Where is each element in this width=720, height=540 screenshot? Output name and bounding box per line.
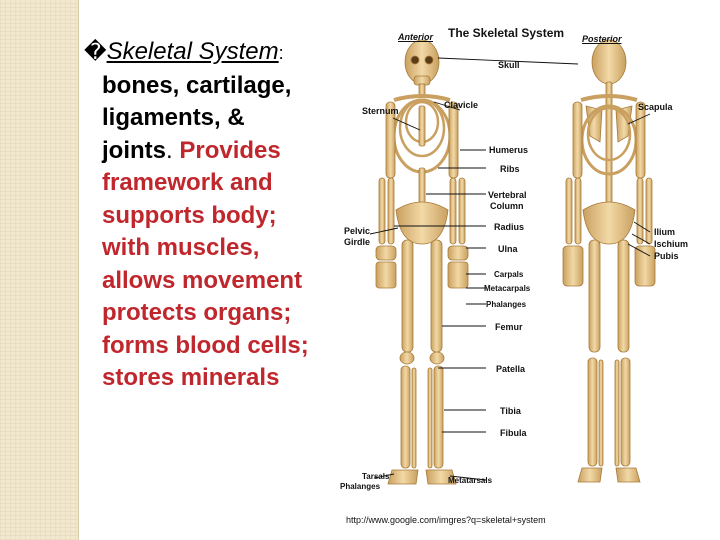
label-phalanges: Phalanges <box>486 300 527 309</box>
label-sternum: Sternum <box>362 106 399 116</box>
label-ischium: Ischium <box>654 239 689 249</box>
label-carpals: Carpals <box>494 270 524 279</box>
anterior-skeleton <box>375 39 469 485</box>
label-fibula: Fibula <box>500 428 527 438</box>
label-vertebral: Vertebral <box>488 190 527 200</box>
label-metatarsals: Metatarsals <box>448 476 493 485</box>
label-tarsals: Tarsals <box>362 472 390 481</box>
label-ribs: Ribs <box>500 164 520 174</box>
posterior-skeleton <box>562 39 656 483</box>
leader-lines <box>369 57 651 481</box>
text-line-6: supports body; <box>102 201 277 229</box>
label-patella: Patella <box>496 364 526 374</box>
label-scapula: Scapula <box>638 102 673 112</box>
label-tibia: Tibia <box>500 406 521 416</box>
label-ilium: Ilium <box>654 227 676 237</box>
skeleton-illustration <box>369 39 656 485</box>
text-line-7: with muscles, <box>102 234 260 261</box>
text-line-11: stores minerals <box>102 364 280 391</box>
text-line-8: allows movement <box>102 266 303 294</box>
label-column: Column <box>490 201 524 211</box>
label-radius: Radius <box>494 222 525 232</box>
text-line-4: joints. Provides <box>102 136 281 164</box>
label-pelvic: Pelvic <box>344 226 371 236</box>
skeletal-system-figure: Anterior The Skeletal System Posterior S… <box>338 18 688 496</box>
text-line-10: forms blood cells; <box>102 331 309 359</box>
strip-divider <box>78 0 79 540</box>
label-girdle: Girdle <box>344 237 371 247</box>
label-clavicle: Clavicle <box>444 100 479 110</box>
label-skull: Skull <box>498 60 520 70</box>
label-metacarpals: Metacarpals <box>484 284 531 293</box>
text-line-1: �Skeletal System: <box>84 38 284 65</box>
text-line-5: framework and <box>102 169 273 196</box>
text-line-3: ligaments, & <box>102 104 245 131</box>
text-line-9: protects organs; <box>102 299 292 326</box>
figure-title: The Skeletal System <box>448 26 565 40</box>
decorative-left-strip <box>0 0 78 540</box>
label-humerus: Humerus <box>489 145 529 155</box>
slide-text: �Skeletal System: bones, cartilage, liga… <box>84 36 384 395</box>
label-posterior: Posterior <box>582 34 622 44</box>
bullet-glyph: � <box>84 39 107 64</box>
label-femur: Femur <box>495 322 523 332</box>
label-pubis: Pubis <box>654 251 679 261</box>
label-anterior: Anterior <box>398 32 434 42</box>
term-skeletal-system: Skeletal System <box>106 38 279 65</box>
label-phalanges-foot: Phalanges <box>340 482 381 491</box>
source-caption: http://www.google.com/imgres?q=skeletal+… <box>346 515 546 525</box>
text-line-2: bones, cartilage, <box>102 71 292 99</box>
label-ulna: Ulna <box>498 244 518 254</box>
